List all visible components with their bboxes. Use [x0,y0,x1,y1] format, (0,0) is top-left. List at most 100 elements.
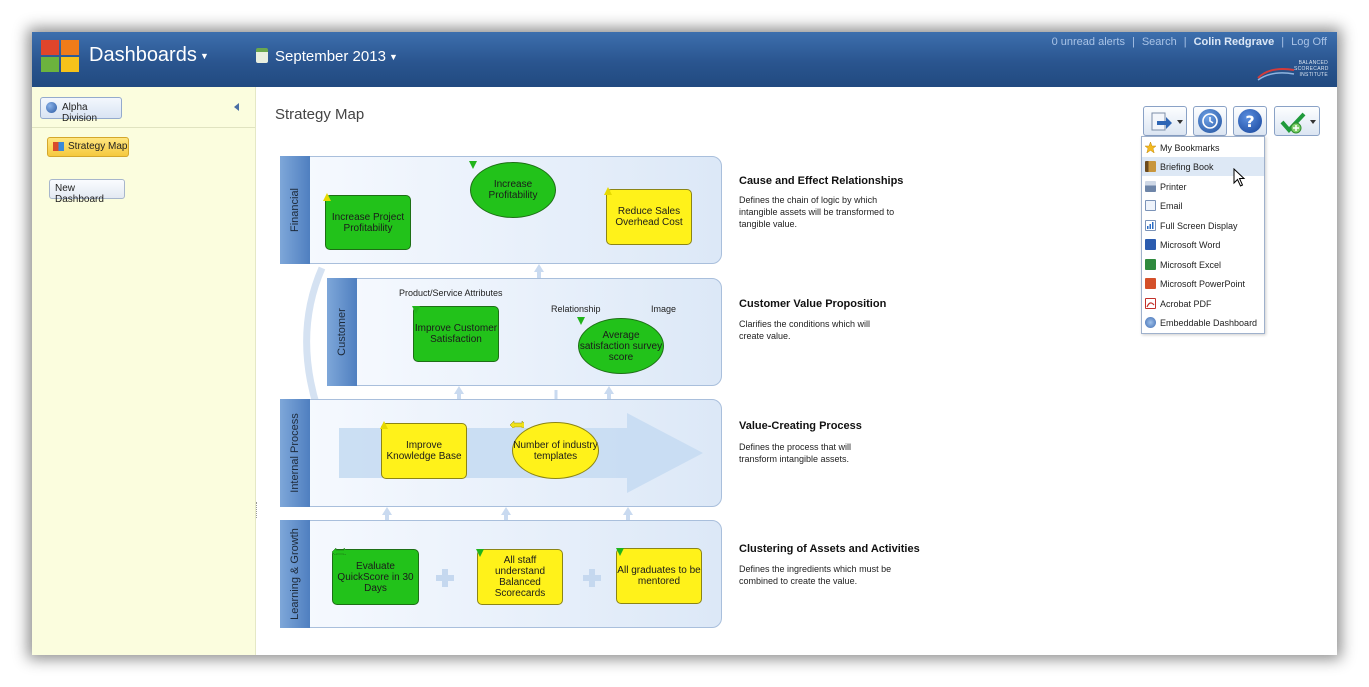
lane-tab: Financial [280,156,310,264]
menu-item-label: Microsoft PowerPoint [1160,279,1246,289]
lane-label: Learning & Growth [289,528,301,620]
trend-flat-icon [510,421,524,428]
objective-improve-customer-satisfaction[interactable]: Improve Customer Satisfaction [413,306,499,362]
star-icon [1144,141,1157,154]
menu-item-acrobat-pdf[interactable]: Acrobat PDF [1142,294,1264,313]
help-icon: ? [1238,109,1262,133]
description-heading: Value-Creating Process [739,420,862,432]
menu-item-embeddable-dashboard[interactable]: Embeddable Dashboard [1142,313,1264,332]
menu-item-label: My Bookmarks [1160,143,1220,153]
fullscreen-icon [1145,220,1156,231]
lane-tab: Customer [327,278,357,386]
trend-down-icon [616,548,624,556]
brand-logo: BALANCED SCORECARD INSTITUTE [1256,60,1328,82]
strategy-map-icon [53,142,64,151]
objective-all-graduates-mentored[interactable]: All graduates to be mentored [616,548,702,604]
export-menu: My Bookmarks Briefing Book Printer Email… [1141,136,1265,334]
separator: | [1281,36,1285,48]
strategy-map-label: Strategy Map [68,141,128,152]
objective-all-staff-understand[interactable]: All staff understand Balanced Scorecards [477,549,563,605]
description-body: Defines the process that will transform … [739,442,852,464]
description-body: Clarifies the conditions which will crea… [739,319,871,341]
powerpoint-icon [1145,278,1156,289]
plus-icon [436,569,454,587]
menu-item-label: Microsoft Word [1160,240,1221,250]
lane-label: Financial [289,187,301,233]
chevron-down-icon[interactable]: ▼ [200,51,209,61]
approve-button[interactable] [1274,106,1320,136]
menu-item-label: Briefing Book [1160,162,1214,172]
email-icon [1145,200,1156,211]
lane-up-arrows [382,264,633,521]
lane-tab: Learning & Growth [280,520,310,628]
menu-item-microsoft-word[interactable]: Microsoft Word [1142,235,1264,254]
checkmark-icon [1280,112,1306,134]
menu-item-label: Embeddable Dashboard [1160,318,1258,328]
trend-up-icon [380,421,388,429]
strategy-map-nav-button[interactable]: Strategy Map [47,137,129,157]
app-logo-icon [41,40,79,72]
period-selector[interactable]: September 2013 [275,48,386,65]
trend-up-icon [604,187,612,195]
export-button[interactable] [1143,106,1187,136]
menu-item-printer[interactable]: Printer [1142,177,1264,196]
objective-increase-project-profitability[interactable]: Increase Project Profitability [325,195,411,250]
sidebar: Alpha Division Strategy Map New Dashboar… [32,87,256,655]
menu-item-full-screen-display[interactable]: Full Screen Display [1142,216,1264,235]
search-link[interactable]: Search [1141,36,1177,48]
help-button[interactable]: ? [1233,106,1267,136]
menu-item-label: Email [1160,201,1183,211]
page-title: Strategy Map [275,106,365,123]
division-selector-button[interactable]: Alpha Division [40,97,122,124]
app-title-dropdown[interactable]: Dashboards [89,44,197,66]
objective-number-of-templates[interactable]: Number of industry templates [512,422,599,479]
new-dashboard-label: New Dashboard [55,183,104,205]
separator: | [1183,36,1187,48]
menu-item-email[interactable]: Email [1142,196,1264,215]
objective-average-satisfaction[interactable]: Average satisfaction survey score [578,318,664,374]
category-label: Image [651,304,677,314]
brand-text: BALANCED SCORECARD INSTITUTE [1294,60,1329,78]
plus-icon [583,569,601,587]
printer-icon [1145,181,1156,192]
book-icon [1145,161,1156,172]
description-heading: Customer Value Proposition [739,298,887,310]
menu-item-label: Full Screen Display [1160,221,1238,231]
app-window: Dashboards ▼ September 2013 ▼ 0 unread a… [32,32,1337,655]
menu-item-my-bookmarks[interactable]: My Bookmarks [1142,138,1264,157]
divider [32,127,255,128]
menu-item-microsoft-powerpoint[interactable]: Microsoft PowerPoint [1142,274,1264,293]
collapse-sidebar-icon[interactable] [234,103,239,111]
log-off-link[interactable]: Log Off [1291,36,1327,48]
menu-item-label: Printer [1160,182,1187,192]
lane-label: Customer [336,308,348,356]
mouse-pointer-icon [1233,168,1246,187]
description-heading: Cause and Effect Relationships [739,175,904,187]
category-label: Relationship [551,304,601,314]
description-heading: Clustering of Assets and Activities [739,543,920,555]
objective-improve-knowledge-base[interactable]: Improve Knowledge Base [381,423,467,479]
chevron-down-icon [1310,120,1316,124]
sidebar-splitter-handle[interactable] [256,502,259,518]
menu-item-label: Microsoft Excel [1160,260,1222,270]
calendar-icon [256,48,268,63]
chevron-down-icon[interactable]: ▼ [389,52,398,62]
user-name-link[interactable]: Colin Redgrave [1193,36,1275,48]
menu-item-microsoft-excel[interactable]: Microsoft Excel [1142,255,1264,274]
unread-alerts-link[interactable]: 0 unread alerts [1051,36,1125,48]
brand-swoosh-icon [1257,68,1295,81]
pdf-icon [1145,298,1156,309]
separator: | [1131,36,1135,48]
objective-evaluate-quickscore[interactable]: Evaluate QuickScore in 30 Days [332,549,419,605]
trend-down-icon [469,161,477,169]
chevron-down-icon [1177,120,1183,124]
trend-down-icon [476,549,484,557]
top-header: Dashboards ▼ September 2013 ▼ 0 unread a… [32,32,1337,87]
history-button[interactable] [1193,106,1227,136]
objective-reduce-sales-overhead[interactable]: Reduce Sales Overhead Cost [606,189,692,245]
description-body: Defines the ingredients which must be co… [739,564,892,586]
trend-flat-icon [332,548,346,555]
objective-increase-profitability[interactable]: Increase Profitability [470,162,556,218]
new-dashboard-button[interactable]: New Dashboard [49,179,125,205]
embed-icon [1145,317,1156,328]
